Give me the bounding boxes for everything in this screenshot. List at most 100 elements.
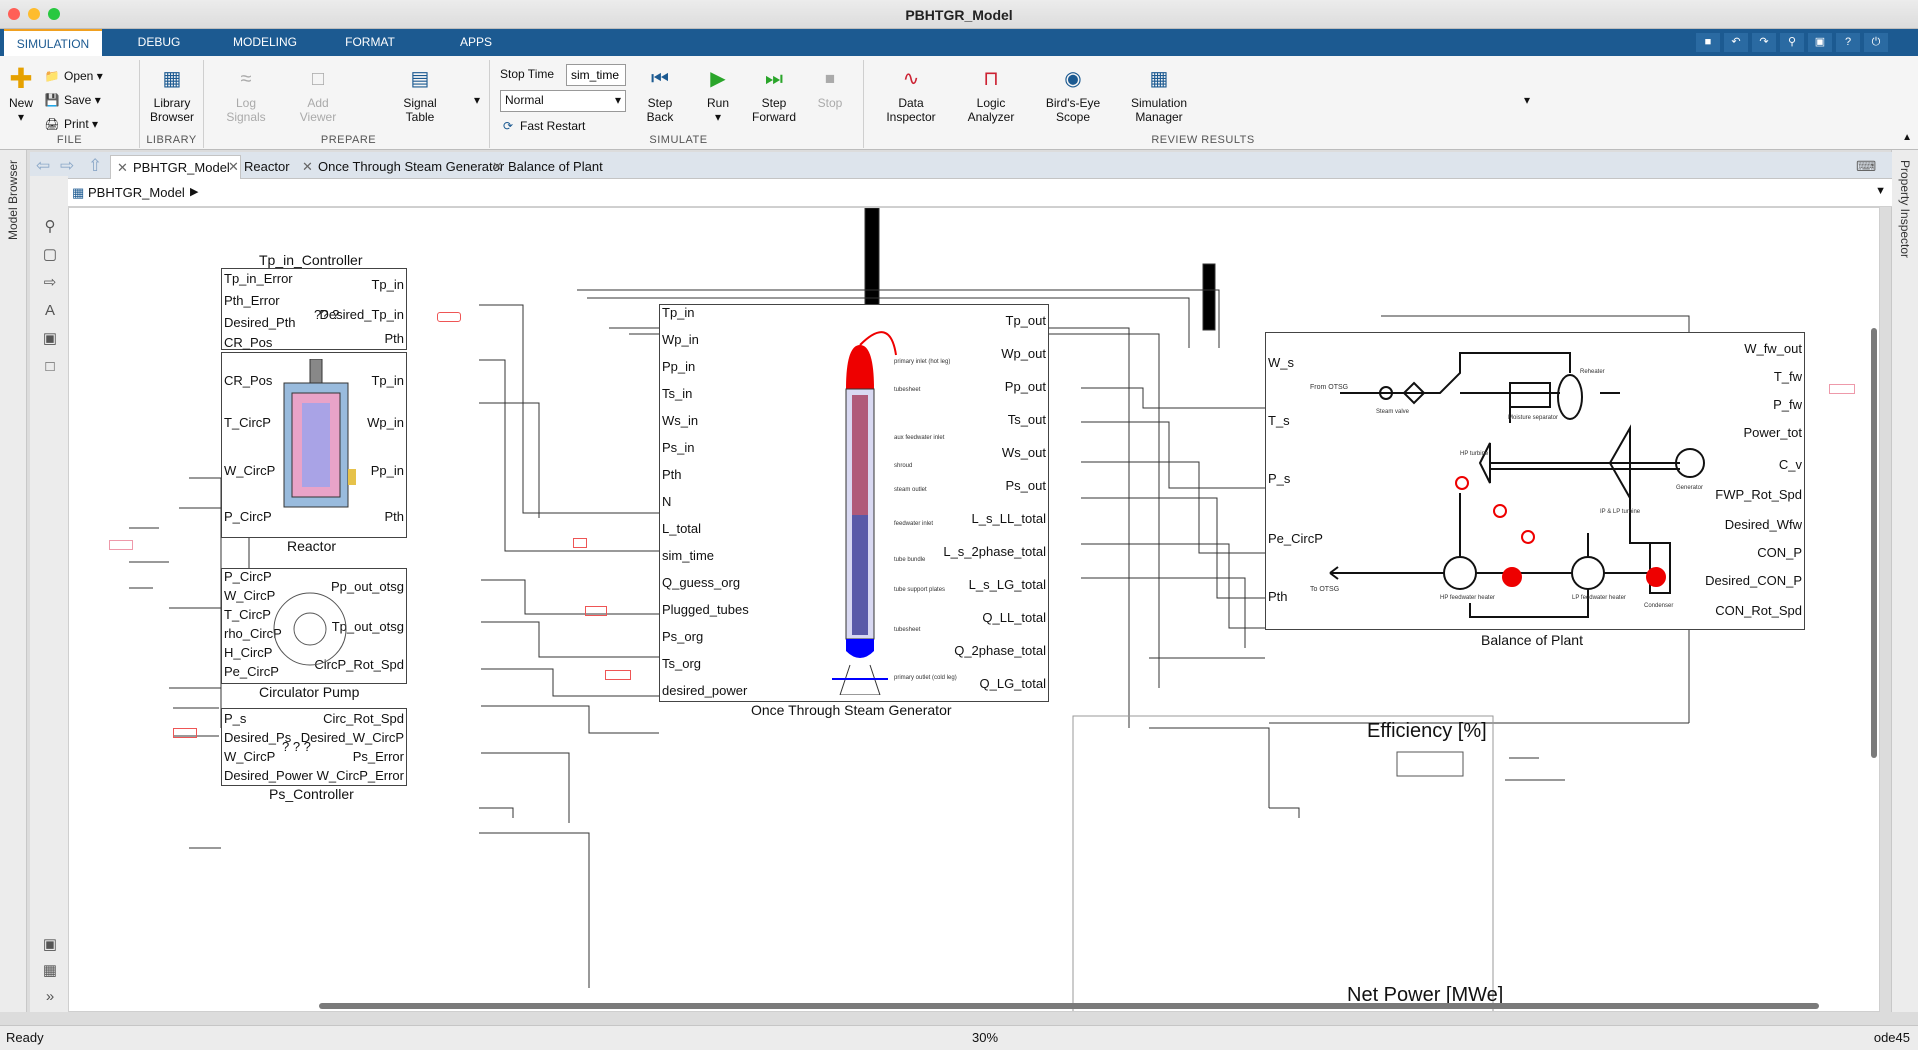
simulation-manager-button[interactable]: ▦ Simulation Manager xyxy=(1118,66,1200,124)
reactor-block[interactable]: CR_Pos T_CircP W_CircP P_CircP Tp_in Wp_… xyxy=(221,352,407,538)
address-dropdown-icon[interactable]: ▼ xyxy=(1875,185,1886,197)
step-forward-button[interactable]: ⏭ Step Forward xyxy=(746,66,802,124)
port-desired-w-circp: Desired_W_CircP xyxy=(301,730,404,745)
bop-title: Balance of Plant xyxy=(1481,632,1583,648)
step-back-button[interactable]: ⏮ Step Back xyxy=(636,66,684,124)
port-tp-in-error: Tp_in_Error xyxy=(224,271,293,286)
undo-icon[interactable]: ↶ xyxy=(1724,33,1748,52)
tab-format[interactable]: FORMAT xyxy=(322,29,418,56)
search-icon[interactable]: ⚲ xyxy=(1780,33,1804,52)
solver-name[interactable]: ode45 xyxy=(1874,1030,1910,1045)
bop-port-t-s: T_s xyxy=(1268,413,1290,428)
library-browser-button[interactable]: ▦ Library Browser xyxy=(144,66,200,124)
tab-simulation[interactable]: SIMULATION xyxy=(4,29,102,56)
data-inspector-button[interactable]: ∿ Data Inspector xyxy=(880,66,942,124)
birds-eye-scope-button[interactable]: ◉ Bird's-Eye Scope xyxy=(1038,66,1108,124)
arrow-icon[interactable]: ⇨ xyxy=(39,272,61,294)
otsg-label-inlet: primary inlet (hot leg) xyxy=(894,359,950,365)
close-icon[interactable]: ✕ xyxy=(302,155,313,179)
ribbon-tab-bar: SIMULATION DEBUG MODELING FORMAT APPS ■ … xyxy=(0,29,1918,56)
bop-cycle-diagram: From OTSG To OTSG Steam valve Moisture s… xyxy=(1310,333,1730,629)
model-canvas[interactable]: Tp_in_Controller Tp_in_Error Pth_Error D… xyxy=(68,207,1880,1012)
area-icon[interactable]: □ xyxy=(39,356,61,378)
zoom-in-icon[interactable]: ⚲ xyxy=(39,216,61,238)
fast-restart-toggle[interactable]: ⟳Fast Restart xyxy=(500,116,585,136)
zoom-level[interactable]: 30% xyxy=(972,1030,998,1045)
close-icon[interactable]: ✕ xyxy=(492,155,503,179)
model-browser-label[interactable]: Model Browser xyxy=(6,160,20,240)
stop-button[interactable]: ⏹ Stop xyxy=(810,66,850,110)
balance-of-plant-block[interactable]: W_s T_s P_s Pe_CircP Pth W_fw_out T_fw P… xyxy=(1265,332,1805,630)
bop-label-hp: HP turbine xyxy=(1460,451,1489,457)
add-viewer-button[interactable]: □ Add Viewer xyxy=(292,66,344,124)
expand-icon[interactable]: » xyxy=(39,986,61,1008)
collapse-ribbon-icon[interactable]: ▲ xyxy=(1902,128,1912,148)
port-ps-p-s: P_s xyxy=(224,711,246,726)
help-icon[interactable]: ? xyxy=(1836,33,1860,52)
breadcrumb[interactable]: PBHTGR_Model xyxy=(88,185,185,200)
otsg-label-support: tube support plates xyxy=(894,587,945,593)
redo-icon[interactable]: ↷ xyxy=(1752,33,1776,52)
up-arrow-icon[interactable]: ⇧ xyxy=(88,156,102,176)
model-icon: ▦ xyxy=(72,185,84,201)
horizontal-scrollbar[interactable] xyxy=(319,1003,1819,1009)
open-button[interactable]: 📁Open ▾ xyxy=(44,66,103,86)
bop-label-reheater: Reheater xyxy=(1580,369,1605,375)
log-signals-button[interactable]: ≈ Log Signals xyxy=(220,66,272,124)
status-bar: Ready 30% ode45 xyxy=(0,1025,1918,1050)
forward-arrow-icon[interactable]: ⇨ xyxy=(60,156,74,176)
model-explorer-icon[interactable]: ▦ xyxy=(39,960,61,982)
stop-time-input[interactable] xyxy=(566,64,626,86)
tab-apps[interactable]: APPS xyxy=(428,29,524,56)
port-reactor-pp-in: Pp_in xyxy=(371,463,404,478)
annotation-icon[interactable]: A xyxy=(39,300,61,322)
logic-analyzer-button[interactable]: ⊓ Logic Analyzer xyxy=(960,66,1022,124)
model-browser-strip[interactable]: Model Browser xyxy=(0,150,27,1012)
bop-label-moisture: Moisture separator xyxy=(1508,415,1558,421)
vertical-scrollbar[interactable] xyxy=(1871,328,1877,758)
prepare-group-label: PREPARE xyxy=(208,134,489,146)
otsg-block[interactable]: Tp_in Wp_in Pp_in Ts_in Ws_in Ps_in Pth … xyxy=(659,304,1049,702)
tab-debug[interactable]: DEBUG xyxy=(110,29,208,56)
property-inspector-label[interactable]: Property Inspector xyxy=(1898,160,1912,258)
save-button[interactable]: 💾Save ▾ xyxy=(44,90,101,110)
keyboard-icon[interactable]: ⌨ xyxy=(1856,158,1876,175)
port-reactor-tp-in: Tp_in xyxy=(371,373,404,388)
signal-table-button[interactable]: ▤ Signal Table xyxy=(394,66,446,124)
port-ps-w-circp: W_CircP xyxy=(224,749,275,764)
otsg-label-fw: feedwater inlet xyxy=(894,521,933,527)
antenna-icon: ≈ xyxy=(233,66,259,92)
review-expand-button[interactable]: ▾ xyxy=(1524,90,1530,110)
fit-to-view-icon[interactable]: ▢ xyxy=(39,244,61,266)
run-button[interactable]: ▶ Run▾ xyxy=(694,66,742,124)
otsg-port-plugged-tubes: Plugged_tubes xyxy=(662,602,749,617)
doc-tab-otsg[interactable]: ✕Once Through Steam Generator xyxy=(296,155,514,179)
new-button[interactable]: ✚ New▾ xyxy=(4,66,38,124)
port-tp-in-out: Tp_in xyxy=(371,277,404,292)
save-icon[interactable]: ■ xyxy=(1696,33,1720,52)
power-icon[interactable]: ⏻ xyxy=(1864,33,1888,52)
camera-icon[interactable]: ▣ xyxy=(39,934,61,956)
window-layout-icon[interactable]: ▣ xyxy=(1808,33,1832,52)
doc-tab-balance-of-plant[interactable]: ✕Balance of Plant xyxy=(486,155,613,179)
breadcrumb-chevron-icon[interactable]: ▶ xyxy=(190,185,198,198)
doc-tab-reactor[interactable]: ✕Reactor xyxy=(222,155,300,179)
ps-controller-note: ? ? ? xyxy=(282,739,311,754)
close-icon[interactable]: ✕ xyxy=(228,155,239,179)
data-inspector-icon: ∿ xyxy=(898,66,924,92)
otsg-port-ps-out: Ps_out xyxy=(1006,478,1046,493)
tab-modeling[interactable]: MODELING xyxy=(214,29,316,56)
property-inspector-strip[interactable]: Property Inspector xyxy=(1891,150,1918,1012)
circulator-pump-block[interactable]: P_CircP W_CircP T_CircP rho_CircP H_Circ… xyxy=(221,568,407,684)
close-icon[interactable]: ✕ xyxy=(117,156,128,180)
print-button[interactable]: 🖨Print ▾ xyxy=(44,114,98,134)
bop-label-generator: Generator xyxy=(1676,485,1703,491)
ps-controller-block[interactable]: P_s Desired_Ps W_CircP Desired_Power Cir… xyxy=(221,708,407,786)
image-icon[interactable]: ▣ xyxy=(39,328,61,350)
tp-controller-block[interactable]: Tp_in_Error Pth_Error Desired_Pth CR_Pos… xyxy=(221,268,407,350)
back-arrow-icon[interactable]: ⇦ xyxy=(36,156,50,176)
bop-port-w-s: W_s xyxy=(1268,355,1294,370)
simulation-mode-select[interactable]: Normal▾ xyxy=(500,90,626,112)
prepare-expand-button[interactable]: ▾ xyxy=(474,90,480,110)
library-group: ▦ Library Browser LIBRARY xyxy=(140,60,204,148)
